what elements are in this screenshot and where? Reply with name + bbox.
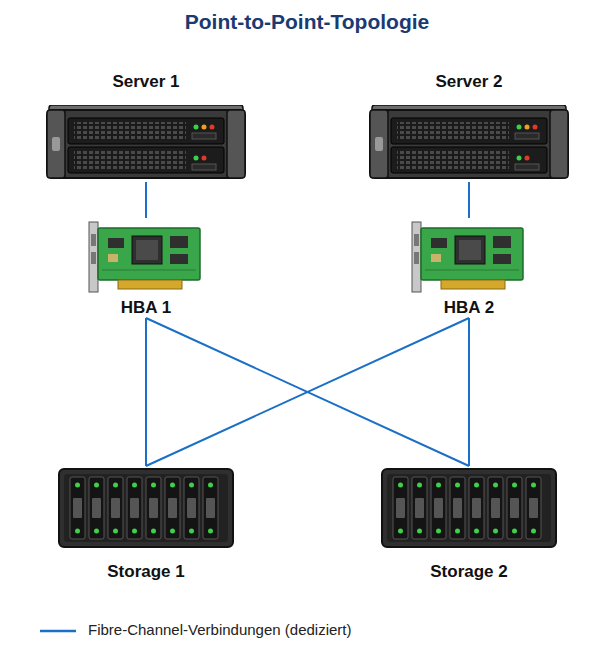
fibre-channel-link xyxy=(146,318,469,466)
hba-node: HBA 2 xyxy=(411,218,527,318)
node-label: Storage 1 xyxy=(107,562,184,582)
fibre-channel-link xyxy=(146,182,147,218)
hba-card-icon xyxy=(412,222,523,292)
storage-node: Storage 1 xyxy=(58,466,234,582)
storage-array-icon xyxy=(59,469,233,547)
hba-card-icon xyxy=(89,222,200,292)
diagram-title: Point-to-Point-Topologie xyxy=(0,10,614,34)
fibre-channel-link xyxy=(146,318,147,466)
server-node: Server 1 xyxy=(46,72,246,182)
fibre-channel-link xyxy=(469,182,470,218)
node-label: Storage 2 xyxy=(430,562,507,582)
node-label: Server 1 xyxy=(112,72,179,92)
server-node: Server 2 xyxy=(369,72,569,182)
server-icon xyxy=(370,105,568,178)
server-icon xyxy=(47,105,245,178)
hba-node: HBA 1 xyxy=(88,218,204,318)
legend-label: Fibre-Channel-Verbindungen (dediziert) xyxy=(88,621,351,638)
fibre-channel-link xyxy=(469,318,470,466)
node-label: HBA 1 xyxy=(121,298,171,318)
fibre-channel-link xyxy=(146,318,469,466)
legend-line-sample xyxy=(40,630,76,633)
storage-array-icon xyxy=(382,469,556,547)
storage-node: Storage 2 xyxy=(381,466,557,582)
node-label: Server 2 xyxy=(435,72,502,92)
node-label: HBA 2 xyxy=(444,298,494,318)
